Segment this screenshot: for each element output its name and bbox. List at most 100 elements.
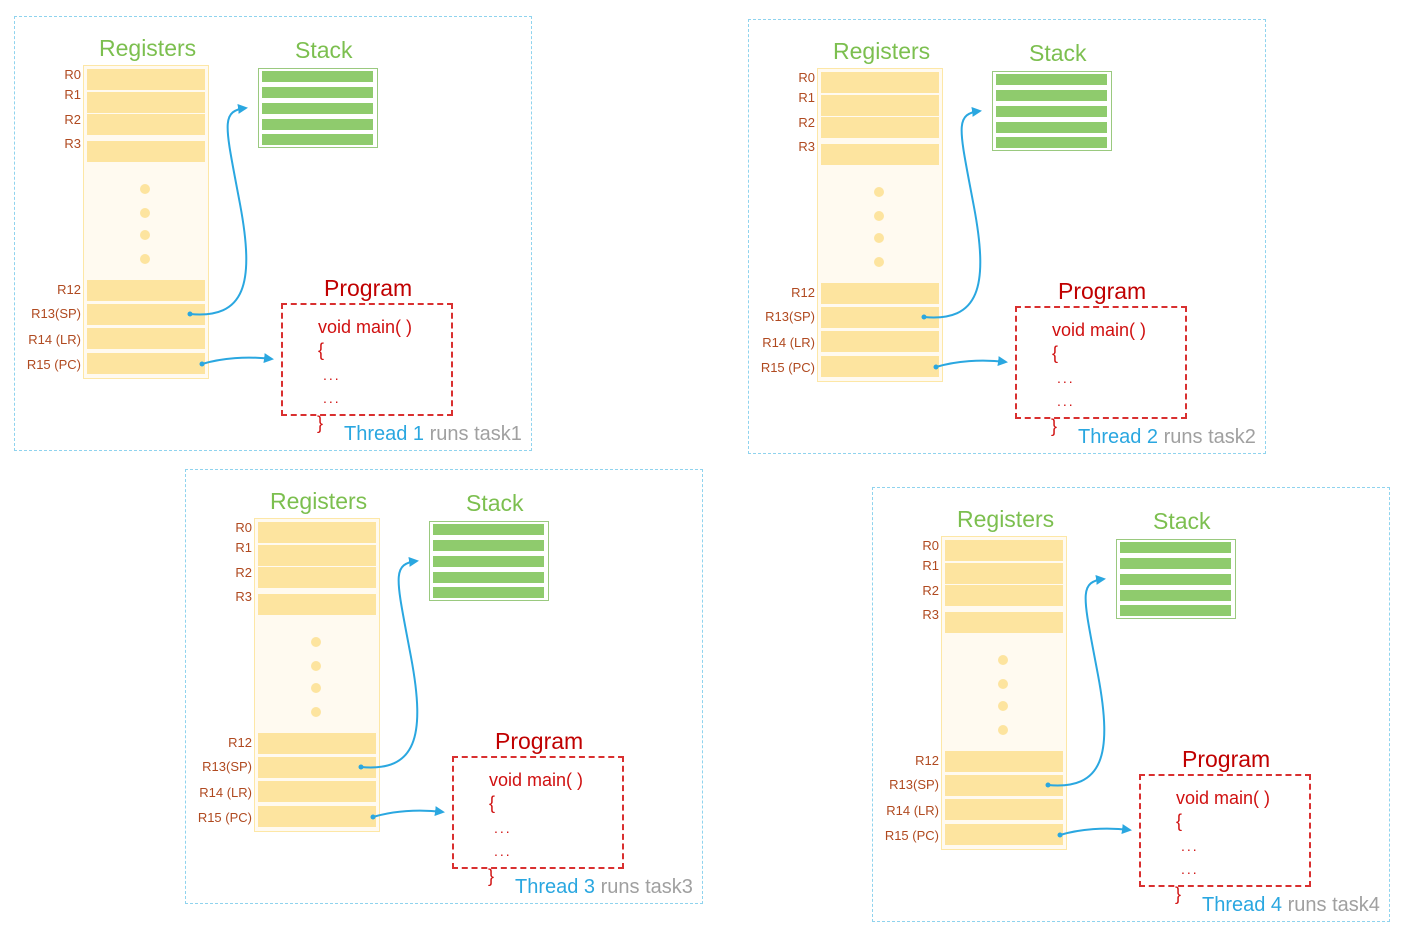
register-label: R13(SP) [31,306,81,321]
stack-box [1116,539,1236,619]
register-cell [945,612,1063,633]
stack-slot [433,572,544,583]
ellipsis-dot [140,254,150,264]
program-title: Program [324,275,413,301]
stack-slot [1120,558,1231,569]
stack-slot [996,106,1107,117]
register-label: R1 [922,558,939,573]
program-box: void main( ){...... [1015,306,1187,419]
register-label: R3 [922,607,939,622]
thread-name: Thread 1 [344,423,425,445]
registers-title: Registers [99,35,197,61]
stack-slot [996,90,1107,101]
ellipsis-dot [998,725,1008,735]
program-box: void main( ){...... [1139,774,1311,887]
stack-slot [433,540,544,551]
code-open-brace: { [489,793,496,813]
stack-title: Stack [295,37,353,63]
code-ellipsis: ... [1181,838,1199,854]
ellipsis-dot [140,184,150,194]
register-label: R3 [798,139,815,154]
code-ellipsis: ... [494,820,512,836]
registers-title: Registers [270,488,368,514]
register-cell [87,328,205,349]
sp-to-stack-arrow [923,106,982,319]
code-line: void main( ) [1052,320,1147,340]
stack-slot [1120,574,1231,585]
register-cell [258,594,376,615]
code-line: void main( ) [489,770,584,790]
register-cell [258,733,376,754]
register-label: R13(SP) [765,309,815,324]
register-label: R2 [922,583,939,598]
stack-slot [262,71,373,82]
pc-arrow-origin [370,814,376,820]
register-cell [258,522,376,543]
pc-to-program-arrow [935,356,1008,368]
registers-title: Registers [833,38,931,64]
thread-task: runs task4 [1282,894,1380,916]
sp-arrow-origin [358,764,364,770]
pc-arrow-origin [933,364,939,370]
stack-slot [262,87,373,98]
register-cell [821,72,939,93]
stack-slot [996,122,1107,133]
register-cell [945,775,1063,796]
register-cell [945,751,1063,772]
thread-task: runs task1 [424,423,522,445]
register-cell [258,567,376,588]
register-label: R1 [798,90,815,105]
register-label: R0 [64,67,81,82]
register-label: R12 [791,285,815,300]
sp-to-stack-arrow [360,556,419,769]
thread-label: Thread 2 runs task2 [1078,426,1256,449]
code-close-brace: } [317,413,324,433]
program-title: Program [495,728,584,754]
program-title: Program [1182,746,1271,772]
register-cell [258,781,376,802]
thread-label: Thread 3 runs task3 [515,876,693,899]
stack-slot [262,119,373,130]
register-label: R14 (LR) [886,803,939,818]
program-box: void main( ) {...... [452,756,624,869]
register-cell [258,545,376,566]
pc-to-program-arrow [1059,824,1132,836]
stack-slot [262,103,373,114]
stack-slot [433,556,544,567]
thread-label: Thread 1 runs task1 [344,423,522,446]
register-file [83,65,209,379]
register-cell [87,69,205,90]
code-ellipsis: ... [1057,370,1075,386]
sp-to-stack-arrow [189,103,248,316]
thread-name: Thread 2 [1078,426,1159,448]
ellipsis-dot [140,208,150,218]
code-ellipsis: ... [1181,861,1199,877]
register-label: R2 [798,115,815,130]
ellipsis-dot [311,707,321,717]
register-cell [87,141,205,162]
register-label: R12 [57,282,81,297]
ellipsis-dot [874,187,884,197]
ellipsis-dot [998,701,1008,711]
program-box: void main( ){...... [281,303,453,416]
ellipsis-dot [998,655,1008,665]
register-label: R14 (LR) [199,785,252,800]
register-cell [87,304,205,325]
register-cell [945,563,1063,584]
stack-slot [996,137,1107,148]
register-cell [258,806,376,827]
sp-arrow-origin [1045,782,1051,788]
register-label: R12 [228,735,252,750]
register-label: R3 [64,136,81,151]
ellipsis-dot [874,257,884,267]
thread-label: Thread 4 runs task4 [1202,894,1380,917]
stack-slot [1120,542,1231,553]
ellipsis-dot [311,637,321,647]
code-ellipsis: ... [494,843,512,859]
register-cell [821,307,939,328]
register-label: R2 [64,112,81,127]
thread-task: runs task2 [1158,426,1256,448]
register-label: R12 [915,753,939,768]
